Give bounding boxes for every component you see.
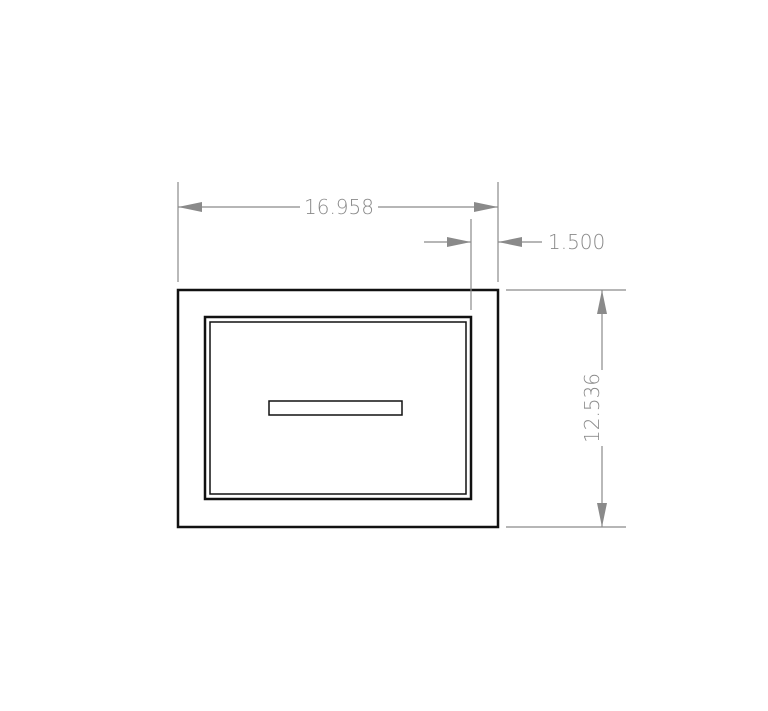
width-dimension: 16.958 xyxy=(177,182,499,282)
arrowhead-bottom xyxy=(597,503,607,527)
frame-width-dimension: 1.500 xyxy=(424,219,605,310)
overall-width-label: 16.958 xyxy=(304,195,374,219)
arrowhead-right xyxy=(474,202,498,212)
part-geometry xyxy=(176,288,500,529)
arrowhead-inner xyxy=(447,237,471,247)
overall-height-label: 12.536 xyxy=(580,373,604,443)
arrowhead-outer xyxy=(498,237,522,247)
arrowhead-top xyxy=(597,290,607,314)
handle-slot xyxy=(268,400,403,416)
frame-width-label: 1.500 xyxy=(548,230,605,254)
arrowhead-left xyxy=(178,202,202,212)
height-dimension: 12.536 xyxy=(506,289,626,528)
inner-panel-outer-edge xyxy=(203,315,473,501)
outer-frame xyxy=(176,288,500,529)
inner-panel-inner-edge xyxy=(209,321,467,495)
